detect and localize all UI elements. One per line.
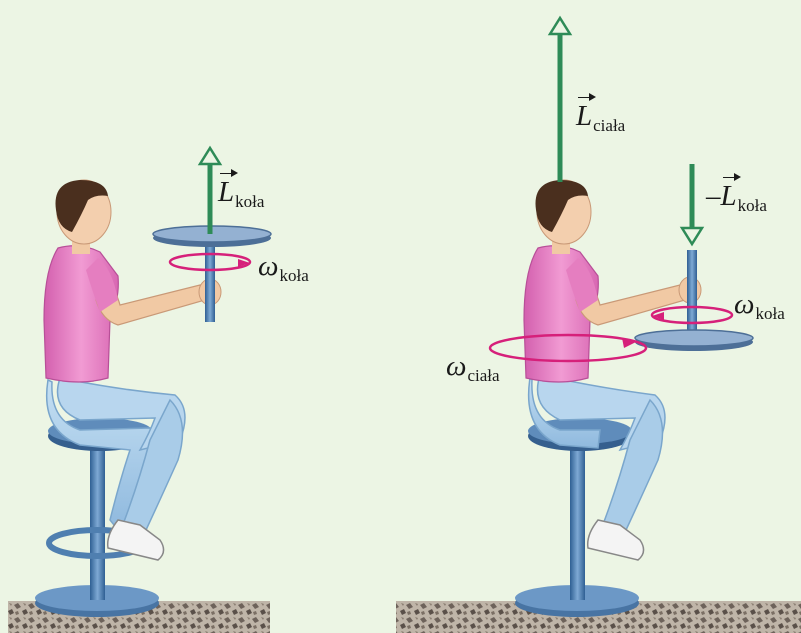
L-subscript: ciała <box>593 116 625 135</box>
left-figure <box>8 148 271 633</box>
right-wheel-axle <box>687 250 697 340</box>
right-omega-body-label: ωciała <box>446 350 500 386</box>
L-subscript: koła <box>235 192 264 211</box>
right-stool-column <box>570 440 585 600</box>
right-shoe <box>588 520 644 560</box>
right-L-wheel-label: –Lkoła <box>706 180 767 216</box>
omega-subscript: koła <box>755 304 784 323</box>
left-stool-column <box>90 440 105 600</box>
right-omega-wheel-label: ωkoła <box>734 288 785 324</box>
L-subscript: koła <box>738 196 767 215</box>
omega-subscript: ciała <box>467 366 499 385</box>
left-omega-label: ωkoła <box>258 250 309 286</box>
omega-subscript: koła <box>279 266 308 285</box>
L-symbol: L <box>721 180 737 213</box>
L-symbol: L <box>576 100 592 133</box>
omega-symbol: ω <box>734 288 754 320</box>
minus-sign: – <box>706 180 721 212</box>
L-symbol: L <box>218 176 234 209</box>
left-L-label: Lkoła <box>218 176 264 212</box>
omega-symbol: ω <box>446 350 466 382</box>
omega-symbol: ω <box>258 250 278 282</box>
right-L-body-label: Lciała <box>576 100 625 136</box>
